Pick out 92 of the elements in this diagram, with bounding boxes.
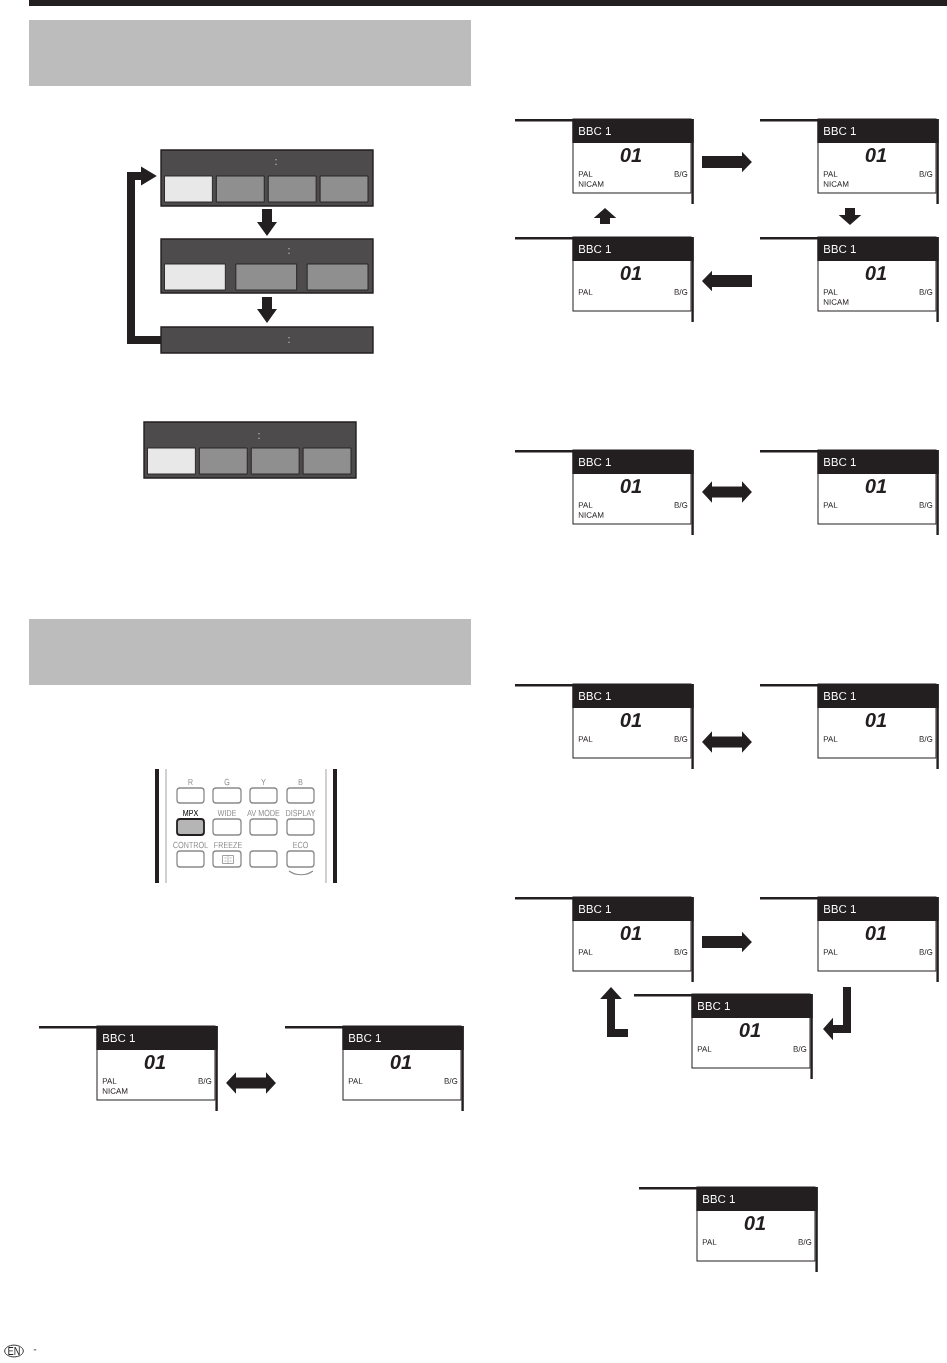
button-label: R [188,778,193,786]
sound-system: B/G [919,502,933,508]
channel-bar: BBC 1 [572,119,694,143]
broadcast-system: PAL [578,171,593,177]
menu-button [164,263,226,291]
button-label: AV MODE [247,809,280,817]
sound-system: B/G [919,171,933,177]
page-number: - [33,1349,37,1351]
sound-system: B/G [919,949,933,955]
menu-bar: : [160,326,374,354]
broadcast-system: PAL [823,502,838,508]
channel-number: 01 [865,265,887,281]
menu-button [235,263,298,291]
sound-system: B/G [674,171,688,177]
menu-button [215,175,265,203]
button-label: B [298,778,303,786]
channel-number: 01 [620,265,642,281]
sound-system: B/G [674,289,688,295]
channel-number: 01 [620,925,642,941]
channel-bar: BBC 1 [817,897,939,921]
double-arrow [702,481,752,503]
channel-number: 01 [620,478,642,494]
channel-bar: BBC 1 [696,1187,818,1211]
button-label: FREEZE [214,841,242,849]
channel-number: 01 [865,712,887,728]
channel-number: 01 [744,1215,766,1231]
channel-number: 01 [390,1054,412,1070]
language-badge: EN [4,1344,24,1358]
channel-bar: BBC 1 [572,684,694,708]
broadcast-system: PAL [348,1078,363,1084]
menu-button [302,447,352,475]
sound-system: B/G [674,502,688,508]
button-label: CONTROL [173,841,208,849]
channel-bar: BBC 1 [572,897,694,921]
sound-system: B/G [198,1078,212,1084]
button-label: Y [261,778,266,786]
broadcast-system: PAL [823,289,838,295]
channel-bar: BBC 1 [817,684,939,708]
sound-system: B/G [674,736,688,742]
channel-bar: BBC 1 [342,1026,464,1050]
button-label: MPX [183,809,199,817]
menu-button [250,447,300,475]
broadcast-system: PAL [102,1078,117,1084]
channel-bar: BBC 1 [817,119,939,143]
menu-button [267,175,317,203]
sound-system: B/G [793,1046,807,1052]
sound-mode: NICAM [823,299,849,305]
menu-button [319,175,369,203]
heading-band [29,619,471,685]
broadcast-system: PAL [702,1239,717,1245]
sound-system: B/G [444,1078,458,1084]
sound-mode: NICAM [578,181,604,187]
heading-band [29,20,471,86]
channel-bar: BBC 1 [572,237,694,261]
broadcast-system: PAL [823,736,838,742]
button-label: WIDE [217,809,237,817]
broadcast-system: PAL [578,736,593,742]
sound-system: B/G [674,949,688,955]
sound-system: B/G [798,1239,812,1245]
broadcast-system: PAL [578,949,593,955]
channel-bar: BBC 1 [96,1026,218,1050]
channel-number: 01 [739,1022,761,1038]
button-label: ECO [293,841,308,849]
channel-number: 01 [620,712,642,728]
menu-button [147,447,196,475]
sound-mode: NICAM [102,1088,128,1094]
double-arrow [226,1072,276,1094]
channel-bar: BBC 1 [817,237,939,261]
broadcast-system: PAL [697,1046,712,1052]
button-label: DISPLAY [286,809,316,817]
double-arrow [702,731,752,753]
menu-button [164,175,213,203]
sound-mode: NICAM [578,512,604,518]
channel-bar: BBC 1 [691,994,813,1018]
channel-number: 01 [865,478,887,494]
menu-button [198,447,248,475]
sound-mode: NICAM [823,181,849,187]
broadcast-system: PAL [578,502,593,508]
sound-system: B/G [919,736,933,742]
sound-system: B/G [919,289,933,295]
menu-button [306,263,369,291]
broadcast-system: PAL [578,289,593,295]
button-label: G [224,778,230,786]
broadcast-system: PAL [823,171,838,177]
channel-number: 01 [144,1054,166,1070]
broadcast-system: PAL [823,949,838,955]
loop-arrow [127,166,161,344]
channel-number: 01 [865,925,887,941]
channel-bar: BBC 1 [572,450,694,474]
channel-number: 01 [865,147,887,163]
channel-number: 01 [620,147,642,163]
channel-bar: BBC 1 [817,450,939,474]
